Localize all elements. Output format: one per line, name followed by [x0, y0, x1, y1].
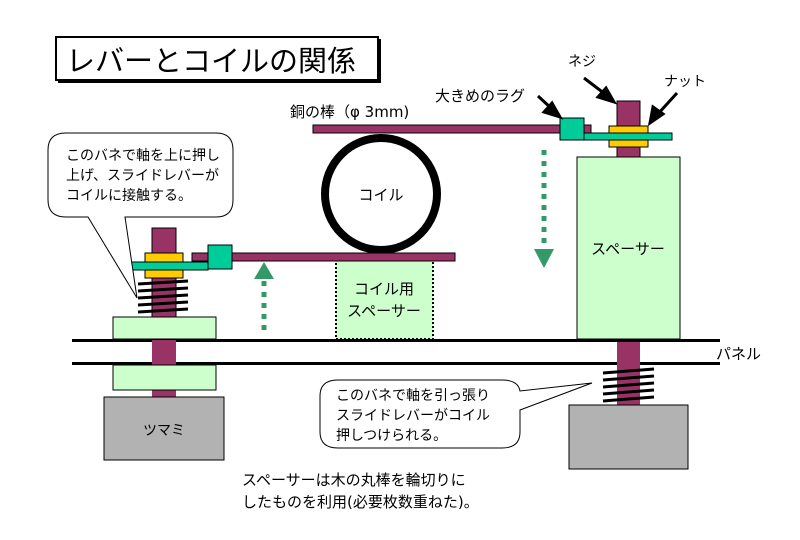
coil	[321, 134, 441, 254]
right-assembly: スペーサー	[559, 100, 689, 470]
right-callout-line-2: スライドレバーがコイル	[336, 408, 490, 424]
note-line-2: したものを利用(必要枚数重ねた)。	[242, 493, 479, 511]
right-callout: このバネで軸を引っ張り スライドレバーがコイル 押しつけられる。	[319, 379, 593, 449]
right-callout-line-1: このバネで軸を引っ張り	[336, 388, 490, 404]
note-line-1: スペーサーは木の丸棒を輪切りに	[242, 471, 466, 489]
copper-rod	[312, 124, 592, 134]
right-callout-line-3: 押しつけられる。	[336, 428, 447, 444]
page-title: レバーとコイルの関係	[66, 44, 356, 78]
knob-label: ツマミ	[143, 423, 185, 439]
left-spring-icon	[137, 279, 189, 314]
right-shaft	[617, 342, 640, 405]
left-assembly: ツマミ	[103, 227, 456, 461]
spacer-label: スペーサー	[591, 240, 665, 258]
left-lug-bar	[119, 261, 209, 271]
coil-spacer-label-1: コイル用	[354, 280, 414, 298]
left-callout-line-3: コイルに接触する。	[66, 187, 192, 204]
left-spacer-bottom	[112, 364, 217, 391]
down-arrow-icon	[534, 150, 554, 268]
panel-label: パネル	[716, 345, 761, 363]
right-spring-icon	[602, 367, 655, 403]
left-callout: このバネで軸を上に押し 上げ、スライドレバーが コイルに接触する。	[47, 132, 234, 299]
left-lug	[207, 244, 233, 270]
right-spacer	[576, 156, 681, 340]
left-spacer-top	[112, 316, 217, 340]
panel: パネル	[72, 339, 761, 365]
coil-label: コイル	[358, 186, 403, 204]
title-box: レバーとコイルの関係	[55, 36, 381, 83]
slide-lever-rod	[191, 252, 456, 262]
right-knob	[568, 404, 689, 470]
knob	[103, 396, 225, 461]
left-callout-line-1: このバネで軸を上に押し	[66, 148, 220, 164]
pointer-arrows	[536, 76, 679, 127]
right-lug	[559, 117, 585, 141]
nut-label: ナット	[664, 74, 706, 90]
copper-rod-label: 銅の棒（φ 3mm)	[290, 103, 409, 121]
coil-spacer	[335, 258, 434, 340]
screw-label: ネジ	[568, 54, 596, 70]
coil-spacer-label-2: スペーサー	[347, 302, 421, 320]
lug-label: 大きめのラグ	[435, 87, 525, 105]
right-lug-bar	[583, 132, 673, 141]
up-arrow-icon	[254, 262, 274, 330]
left-callout-line-2: 上げ、スライドレバーが	[66, 168, 219, 184]
